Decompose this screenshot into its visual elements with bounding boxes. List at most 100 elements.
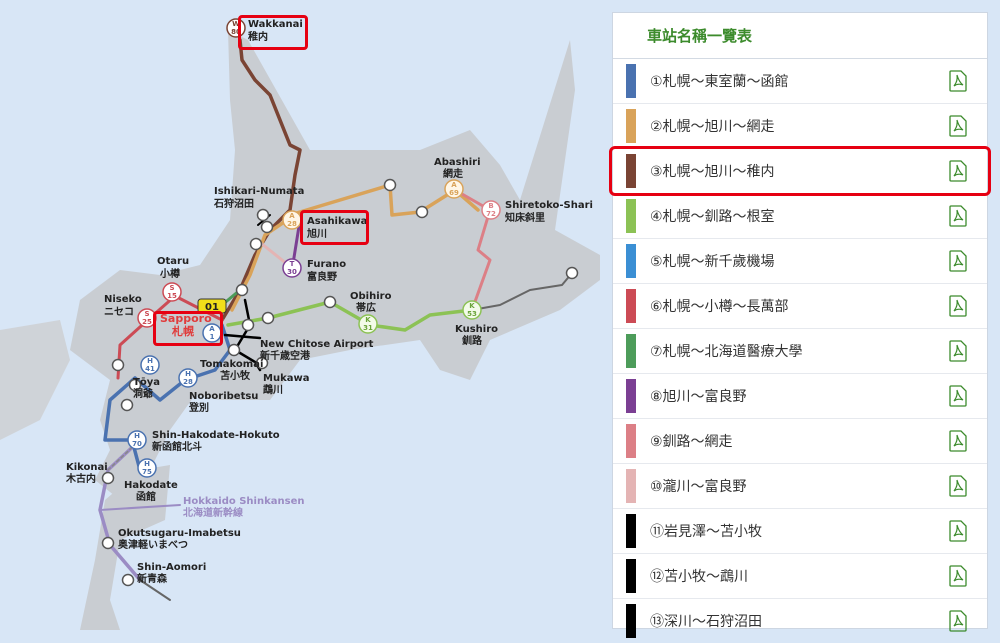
svg-text:釧路: 釧路 [462,334,483,347]
station-labels: Wakkanai 稚内 Ishikari-Numata 石狩沼田 Asahika… [65,19,593,585]
svg-text:新函館北斗: 新函館北斗 [152,440,202,453]
route-label: ①札幌～東室蘭～函館 [650,74,789,90]
svg-text:Ishikari-Numata: Ishikari-Numata [214,186,304,197]
pdf-icon[interactable] [949,115,967,137]
svg-text:Sapporo: Sapporo [160,312,212,325]
badge-furano: T30 [282,258,302,278]
badge-obihiro: K31 [358,314,378,334]
sapporo-01-badge: 01 [197,298,227,314]
route-color-swatch [626,334,636,368]
route-label: ⑤札幌～新千歲機場 [650,254,775,270]
line-3-wakkanai [220,38,302,322]
svg-text:28: 28 [287,220,297,228]
line-airport [223,333,262,340]
route-row-9[interactable]: ⑨釧路～網走 [613,419,987,464]
panel-title: 車站名稱一覽表 [613,13,987,59]
route-row-7[interactable]: ⑦札幌～北海道醫療大學 [613,329,987,374]
route-row-6[interactable]: ⑥札幌～小樽～長萬部 [613,284,987,329]
svg-text:75: 75 [142,468,152,476]
route-label: ⑬深川～石狩沼田 [650,614,762,630]
svg-text:苫小牧: 苫小牧 [220,369,251,382]
svg-text:H: H [185,370,191,378]
route-row-2[interactable]: ②札幌～旭川～網走 [613,104,987,149]
svg-text:Shin-Hakodate-Hokuto: Shin-Hakodate-Hokuto [152,430,280,441]
badge-wakkanai: W80 [226,18,246,38]
route-color-swatch [626,379,636,413]
svg-text:New Chitose Airport: New Chitose Airport [260,339,374,350]
route-label: ⑪岩見澤～苫小牧 [650,524,762,540]
svg-text:H: H [134,432,140,440]
route-color-swatch [626,604,636,638]
route-row-10[interactable]: ⑩瀧川～富良野 [613,464,987,509]
svg-text:Hakodate: Hakodate [124,480,178,491]
svg-text:W: W [232,20,240,28]
route-label: ⑧旭川～富良野 [650,389,747,405]
route-row-5[interactable]: ⑤札幌～新千歲機場 [613,239,987,284]
svg-text:80: 80 [231,28,241,36]
pdf-icon[interactable] [949,610,967,632]
route-row-8[interactable]: ⑧旭川～富良野 [613,374,987,419]
pdf-icon[interactable] [949,160,967,182]
svg-text:01: 01 [205,302,219,313]
badge-hakodate: H75 [137,458,157,478]
svg-text:函館: 函館 [136,490,156,503]
svg-text:Otaru: Otaru [157,256,189,267]
svg-text:T: T [290,260,295,268]
line-9-senmo [453,188,492,312]
station-list-panel: 車站名稱一覽表 ①札幌～東室蘭～函館 ②札幌～旭川～網走 ③札幌～旭川～稚内 ④… [609,12,991,638]
svg-text:Asahikawa: Asahikawa [307,216,367,227]
svg-text:Okutsugaru-Imabetsu: Okutsugaru-Imabetsu [118,528,241,539]
pdf-icon[interactable] [949,385,967,407]
svg-text:石狩沼田: 石狩沼田 [213,197,254,210]
svg-text:H: H [144,460,150,468]
svg-text:Tōya: Tōya [133,377,160,388]
svg-text:奥津軽いまべつ: 奥津軽いまべつ [118,538,188,551]
svg-text:15: 15 [167,292,177,300]
route-color-swatch [626,559,636,593]
pdf-icon[interactable] [949,295,967,317]
line-1-muroran [103,323,232,477]
svg-text:K: K [365,316,371,324]
route-label: ②札幌～旭川～網走 [650,119,775,135]
badge-shin-hakodate: H70 [127,430,147,450]
route-color-swatch [626,64,636,98]
line-4-east [471,272,573,311]
svg-text:70: 70 [132,440,142,448]
svg-text:Shin-Aomori: Shin-Aomori [137,562,206,573]
svg-text:ニセコ: ニセコ [104,306,134,318]
badge-shari: B72 [481,200,501,220]
route-row-4[interactable]: ④札幌～釧路～根室 [613,194,987,239]
badge-abashiri: A69 [444,179,464,199]
route-row-11[interactable]: ⑪岩見澤～苫小牧 [613,509,987,554]
svg-text:S: S [144,310,149,318]
route-color-swatch [626,469,636,503]
route-color-swatch [626,514,636,548]
svg-text:登別: 登別 [188,401,209,414]
route-row-3[interactable]: ③札幌～旭川～稚内 [609,146,991,196]
route-color-swatch [626,199,636,233]
svg-text:知床斜里: 知床斜里 [504,211,545,224]
pdf-icon[interactable] [949,70,967,92]
route-row-12[interactable]: ⑫苫小牧～鵡川 [613,554,987,599]
pdf-icon[interactable] [949,430,967,452]
route-label: ⑨釧路～網走 [650,434,733,450]
pdf-icon[interactable] [949,250,967,272]
svg-text:Kushiro: Kushiro [455,324,498,335]
station-badges: W80 A28 T30 A69 B72 K31 K53 S15 S25 A1 H… [127,18,501,478]
route-row-1[interactable]: ①札幌～東室蘭～函館 [613,59,987,104]
label-wakkanai-ja: 稚内 [248,30,268,43]
badge-otaru: S15 [162,282,182,302]
svg-text:30: 30 [287,268,297,276]
pdf-icon[interactable] [949,205,967,227]
svg-text:B: B [488,202,493,210]
route-row-13[interactable]: ⑬深川～石狩沼田 [613,599,987,643]
station-dots [101,178,579,587]
svg-text:Obihiro: Obihiro [350,291,392,302]
pdf-icon[interactable] [949,520,967,542]
hokkaido-rail-map: W80 A28 T30 A69 B72 K31 K53 S15 S25 A1 H… [0,18,600,630]
pdf-icon[interactable] [949,565,967,587]
pdf-icon[interactable] [949,340,967,362]
svg-text:Kikonai: Kikonai [66,462,108,473]
route-label: ③札幌～旭川～稚内 [650,164,775,180]
pdf-icon[interactable] [949,475,967,497]
